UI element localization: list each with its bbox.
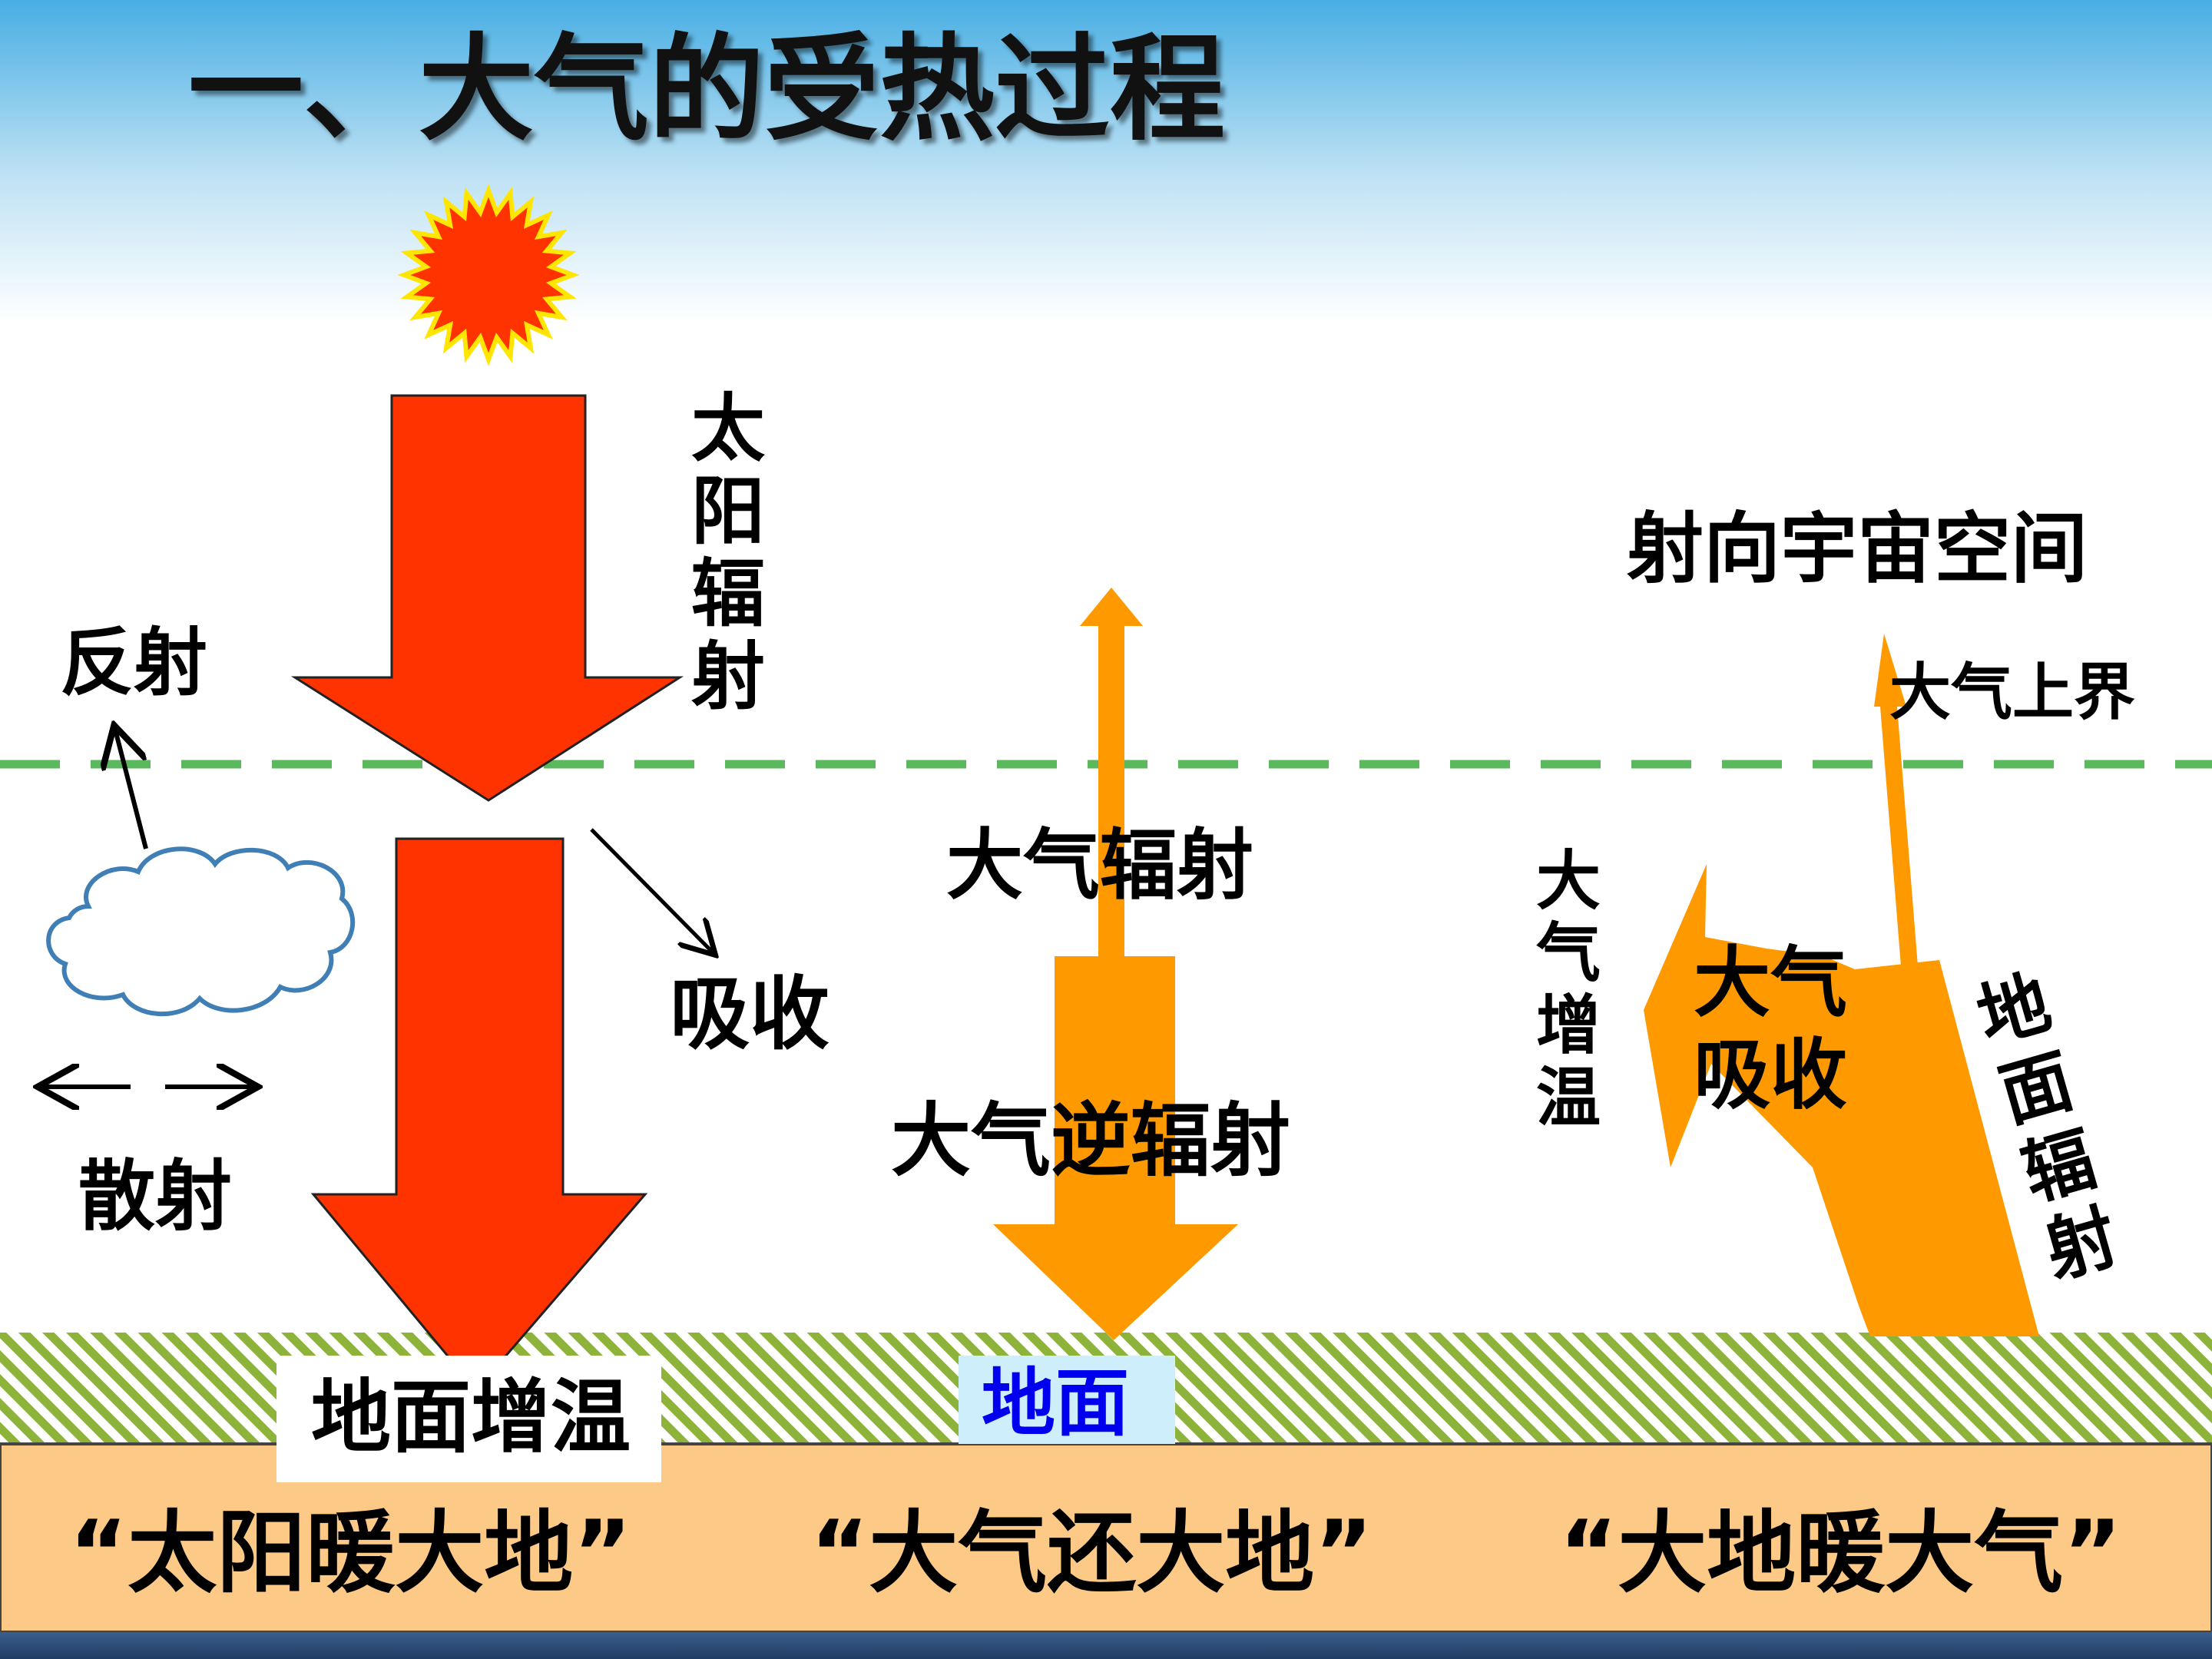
slogan-sun-warms-earth: “太阳暖大地” [69,1502,632,1605]
cloud-icon [46,846,356,1016]
absorption-arrow [590,828,713,952]
atmospheric-radiation-label: 大气辐射 [946,820,1253,910]
to-space-label: 射向宇宙空间 [1627,504,2088,594]
upper-atmosphere-label: 大气上界 [1889,657,2135,728]
atmospheric-counter-radiation-arrow [993,956,1238,1340]
to-space-arrow [1874,634,1918,966]
sky-background [0,0,2212,323]
ground-warming-label: 地面增温 [276,1356,662,1482]
page-title: 一、大气的受热过程 [188,23,1226,157]
atmosphere-warming-label: 大气增温 [1535,843,1601,1136]
sea-strip [0,1632,2212,1659]
slogan-earth-warms-atmosphere: “大地暖大气” [1559,1502,2122,1605]
ground-label: 地面 [959,1356,1175,1444]
absorption-label: 吸收 [670,967,830,1061]
reflection-label: 反射 [60,620,207,706]
solar-radiation-arrow-bottom [310,837,648,1392]
slogan-atmosphere-returns-earth: “大气还大地” [810,1502,1373,1605]
solar-radiation-label: 太阳辐射 [691,386,765,720]
scattering-label: 散射 [78,1151,232,1241]
atmosphere-absorbs-label: 大气吸收 [1694,938,1847,1120]
reflection-arrow [115,730,148,849]
sun-icon [397,184,580,366]
atmospheric-counter-radiation-label: 大气逆辐射 [891,1094,1291,1187]
atmospheric-radiation-arrow [1080,588,1143,960]
ground-radiation-arrow [1644,864,2039,1336]
solar-radiation-arrow-top [290,394,684,802]
